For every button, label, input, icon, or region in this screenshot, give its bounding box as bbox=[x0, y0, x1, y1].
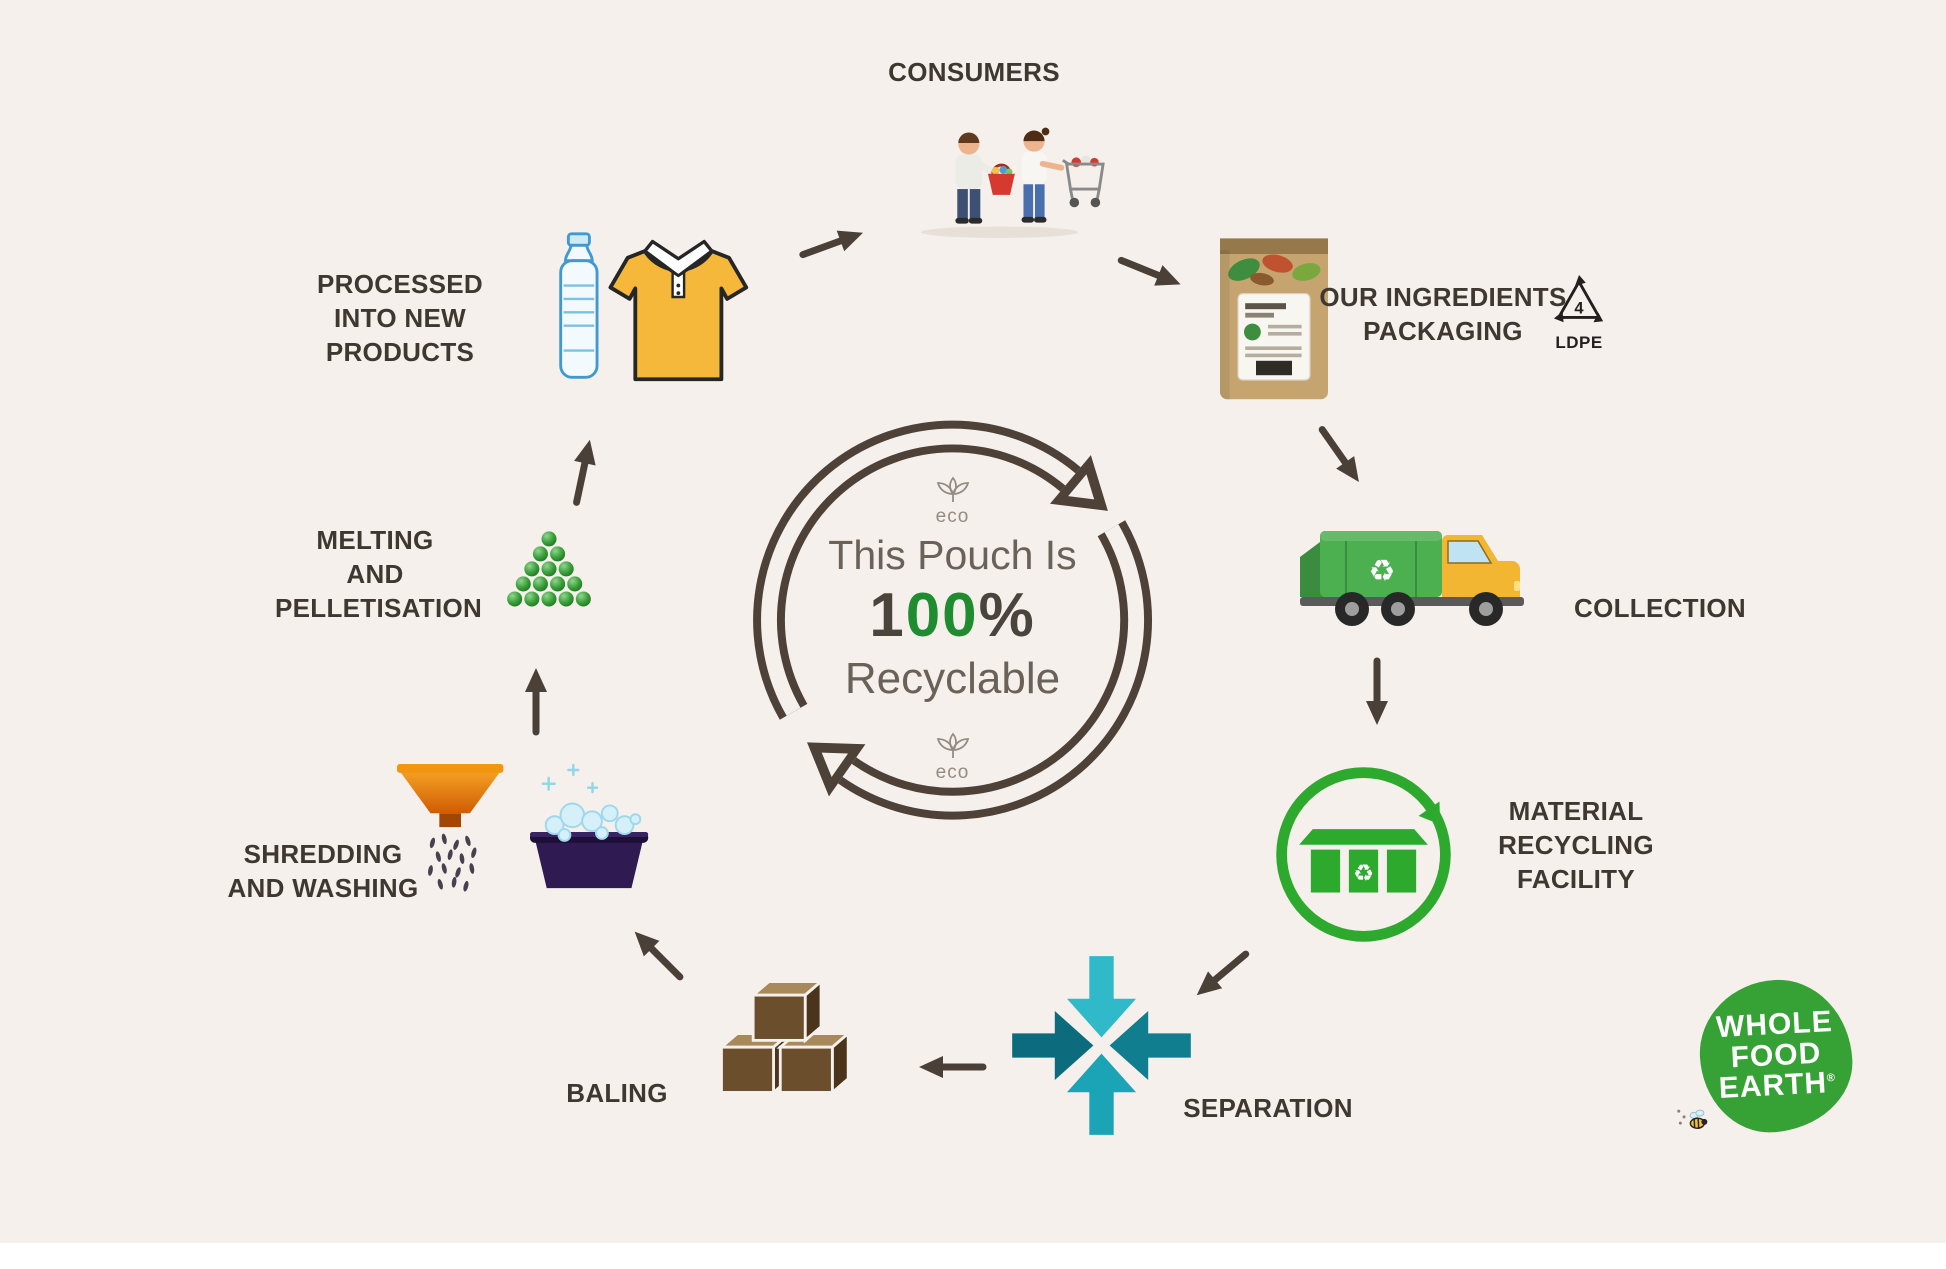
center-message: eco This Pouch Is 100% Recyclable eco bbox=[732, 412, 1173, 828]
soap-bubbles bbox=[544, 802, 642, 842]
bottom-white-strip bbox=[0, 1243, 1946, 1269]
new-products-label-line: INTO NEW PRODUCTS bbox=[325, 302, 475, 367]
collection-label: COLLECTION bbox=[1560, 592, 1760, 626]
collection-label-line: COLLECTION bbox=[1574, 593, 1746, 623]
percent-00: 00 bbox=[905, 581, 979, 650]
shopping-cart bbox=[1064, 162, 1105, 191]
arrow-baling-to-shredding bbox=[634, 931, 684, 981]
baling-label: BALING bbox=[517, 1077, 717, 1111]
mrf-label-line: MATERIAL bbox=[1508, 796, 1644, 826]
eco-leaf-icon bbox=[936, 476, 969, 502]
packaging-label: OUR INGREDIENTS PACKAGING bbox=[1318, 281, 1568, 349]
mrf-label-line: FACILITY bbox=[1517, 863, 1635, 894]
whole-food-earth-logo: WHOLE FOOD EARTH® bbox=[1677, 976, 1856, 1136]
shredder-funnel bbox=[398, 769, 502, 814]
percent-sign: % bbox=[978, 581, 1036, 650]
arrow-mrf-to-separation bbox=[1196, 950, 1250, 996]
resin-type-label: LDPE bbox=[1555, 333, 1603, 352]
baling-cubes-icon bbox=[717, 978, 853, 1096]
arrow-collection-to-mrf bbox=[1366, 657, 1388, 725]
arrow-shredding-to-melting bbox=[525, 668, 547, 736]
baling-label-line: BALING bbox=[566, 1078, 668, 1108]
shredding-label-line: SHREDDING bbox=[243, 839, 403, 869]
pouch-packaging-icon bbox=[1220, 238, 1328, 400]
logo-word: EARTH® bbox=[1718, 1066, 1837, 1106]
sparkles bbox=[541, 763, 599, 794]
water-bottle bbox=[559, 232, 599, 379]
shredding-label-line: AND WASHING bbox=[227, 872, 419, 903]
resin-code-number: 4 bbox=[1574, 300, 1584, 318]
melting-label-line: MELTING bbox=[316, 525, 434, 555]
center-line1: This Pouch Is bbox=[828, 532, 1077, 578]
washing-basin bbox=[534, 838, 644, 889]
shredding-label: SHREDDING AND WASHING bbox=[223, 838, 423, 906]
cycle-arrows-icon bbox=[753, 420, 1152, 820]
shredding-washing-icon bbox=[396, 763, 649, 892]
pellets-pyramid-icon bbox=[507, 531, 591, 607]
arrow-melting-to-products bbox=[573, 439, 596, 506]
recycle-symbol-on-truck: ♻ bbox=[1369, 555, 1396, 588]
bee-icon bbox=[1677, 1109, 1708, 1129]
plastic-shreds bbox=[428, 833, 477, 892]
melting-label: MELTING AND PELLETISATION bbox=[275, 524, 483, 625]
packaging-label-line: PACKAGING bbox=[1363, 315, 1523, 346]
melting-label-line: PELLETISATION bbox=[275, 592, 483, 623]
packaging-label-line: OUR INGREDIENTS bbox=[1319, 282, 1567, 312]
center-percent: 100% bbox=[732, 580, 1173, 651]
arrow-consumers-to-packaging bbox=[1117, 256, 1181, 286]
mrf-label: MATERIAL RECYCLING FACILITY bbox=[1476, 795, 1676, 896]
eco-label-bottom: eco bbox=[935, 762, 970, 783]
recycle-symbol-on-facility: ♻ bbox=[1353, 860, 1374, 886]
consumers-illustration bbox=[920, 127, 1105, 238]
consumers-label-line: CONSUMERS bbox=[888, 57, 1060, 87]
polo-shirt bbox=[608, 249, 749, 382]
registered-mark: ® bbox=[1826, 1072, 1837, 1085]
melting-label-line: AND bbox=[346, 558, 404, 589]
arrow-packaging-to-collection bbox=[1318, 426, 1359, 483]
center-line2: Recyclable bbox=[844, 654, 1061, 703]
percent-1: 1 bbox=[869, 581, 906, 650]
new-products-label-line: PROCESSED bbox=[317, 269, 483, 299]
shopping-basket bbox=[987, 173, 1015, 195]
separation-label: SEPARATION bbox=[1168, 1092, 1368, 1126]
new-products-label: PROCESSED INTO NEW PRODUCTS bbox=[280, 268, 520, 369]
ldpe-resin-code: 4 LDPE bbox=[1548, 274, 1610, 353]
recycling-facility-icon: ♻ bbox=[1276, 767, 1451, 942]
mrf-label-line: RECYCLING bbox=[1498, 829, 1654, 860]
separation-label-line: SEPARATION bbox=[1183, 1093, 1353, 1123]
arrow-products-to-consumers bbox=[799, 230, 864, 259]
eco-label-top: eco bbox=[935, 506, 970, 527]
arrow-separation-to-baling bbox=[919, 1056, 987, 1078]
garbage-truck-icon: ♻ bbox=[1300, 531, 1524, 626]
logo-word-earth: EARTH bbox=[1718, 1066, 1828, 1106]
recycling-triangle-icon: 4 bbox=[1553, 274, 1604, 323]
new-products-icon bbox=[559, 232, 749, 382]
consumers-label: CONSUMERS bbox=[849, 56, 1099, 90]
eco-leaf-icon bbox=[936, 732, 969, 758]
